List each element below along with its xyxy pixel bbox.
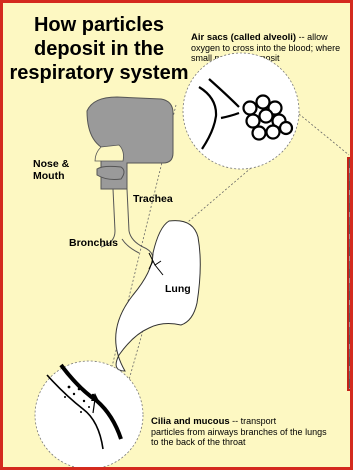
respiratory-illustration xyxy=(3,3,350,467)
cilia-caption: Cilia and mucous -- transport particles … xyxy=(151,416,333,447)
cilia-caption-text: particles from airways branches of the l… xyxy=(151,427,327,447)
cilia-caption-heading: Cilia and mucous xyxy=(151,416,230,427)
lung-outline xyxy=(116,221,201,371)
lung-label: Lung xyxy=(165,283,191,295)
cilia-caption-inline: -- transport xyxy=(230,416,277,426)
head-airway xyxy=(87,97,173,189)
trachea-label: Trachea xyxy=(133,193,173,205)
bronchus-label: Bronchus xyxy=(69,237,118,249)
nose-mouth-label: Nose & Mouth xyxy=(33,158,93,182)
microscope-photo xyxy=(347,157,353,391)
